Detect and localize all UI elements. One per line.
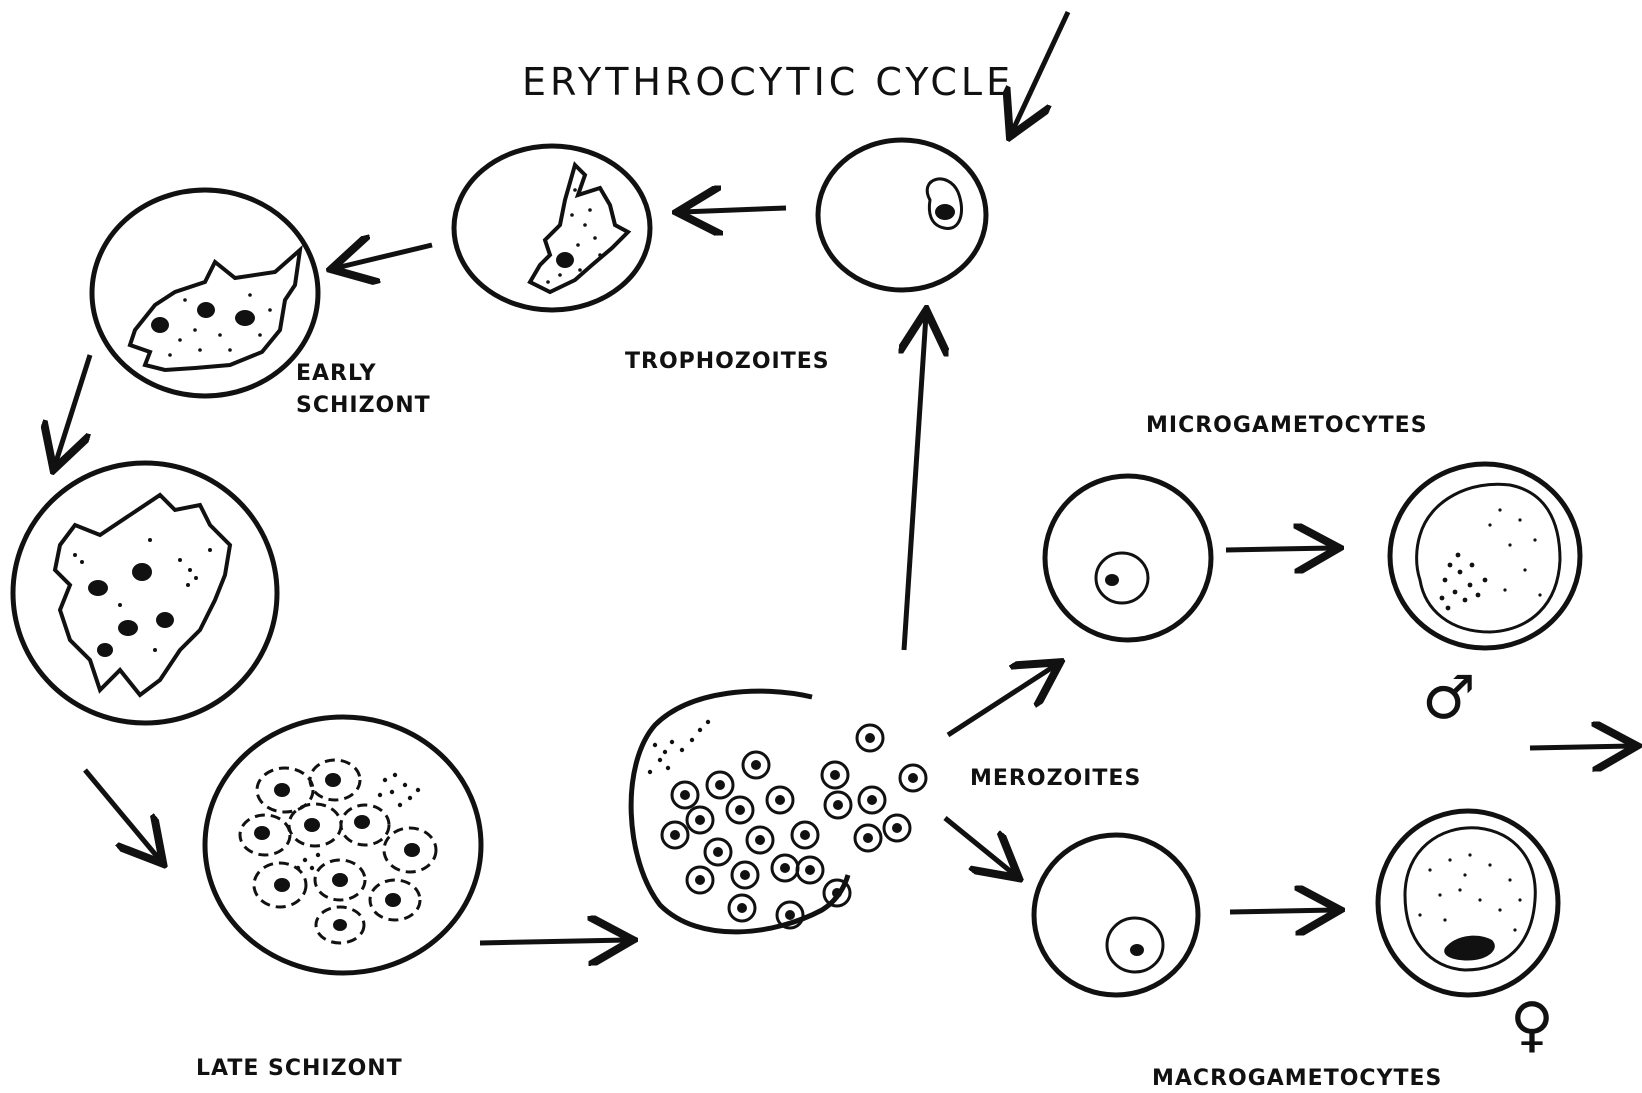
trophozoite-cell: [454, 146, 650, 310]
arrow-early-to-mid-schizont: [55, 355, 90, 465]
trophozoites-label: TROPHOZOITES: [625, 349, 830, 374]
late-schizont-cell: [205, 717, 481, 973]
merozoites-label: MEROZOITES: [970, 766, 1141, 791]
young-microgametocyte-cell: [1045, 476, 1211, 640]
arrow-to-macrogametocyte-branch: [945, 818, 1015, 875]
arrow-to-microgametocyte-branch: [948, 665, 1056, 735]
early-schizont-cell: [92, 190, 318, 396]
arrow-mid-to-late-schizont: [85, 770, 160, 860]
early-schizont-label-line1: EARLY: [296, 361, 377, 386]
early-schizont-label-line2: SCHIZONT: [296, 393, 431, 418]
ring-stage-cell: [818, 140, 986, 290]
male-symbol: ♂: [1422, 663, 1476, 733]
microgametocytes-label: MICROGAMETOCYTES: [1146, 413, 1428, 438]
mid-schizont-cell: [13, 463, 277, 723]
mature-microgametocyte-cell: [1390, 464, 1580, 648]
female-symbol: ♀: [1510, 990, 1554, 1060]
rupturing-schizont-cell: [631, 691, 926, 932]
outgoing-arrow: [1530, 746, 1632, 748]
late-schizont-label: LATE SCHIZONT: [196, 1056, 403, 1081]
arrow-ring-to-trophozoite: [682, 208, 786, 212]
mature-macrogametocyte-cell: [1378, 811, 1558, 995]
arrow-merozoites-to-ring: [904, 315, 926, 650]
diagram-title: ERYTHROCYTIC CYCLE: [522, 60, 1014, 104]
macrogametocytes-label: MACROGAMETOCYTES: [1152, 1066, 1442, 1091]
young-macrogametocyte-cell: [1034, 835, 1198, 995]
merozoite-cluster: [662, 725, 926, 928]
arrow-trophozoite-to-early-schizont: [336, 245, 432, 268]
arrow-micro-young-to-mature: [1226, 548, 1334, 550]
arrow-late-schizont-to-rupture: [480, 940, 628, 943]
incoming-arrow: [1012, 12, 1068, 132]
arrow-macro-young-to-mature: [1230, 910, 1335, 912]
